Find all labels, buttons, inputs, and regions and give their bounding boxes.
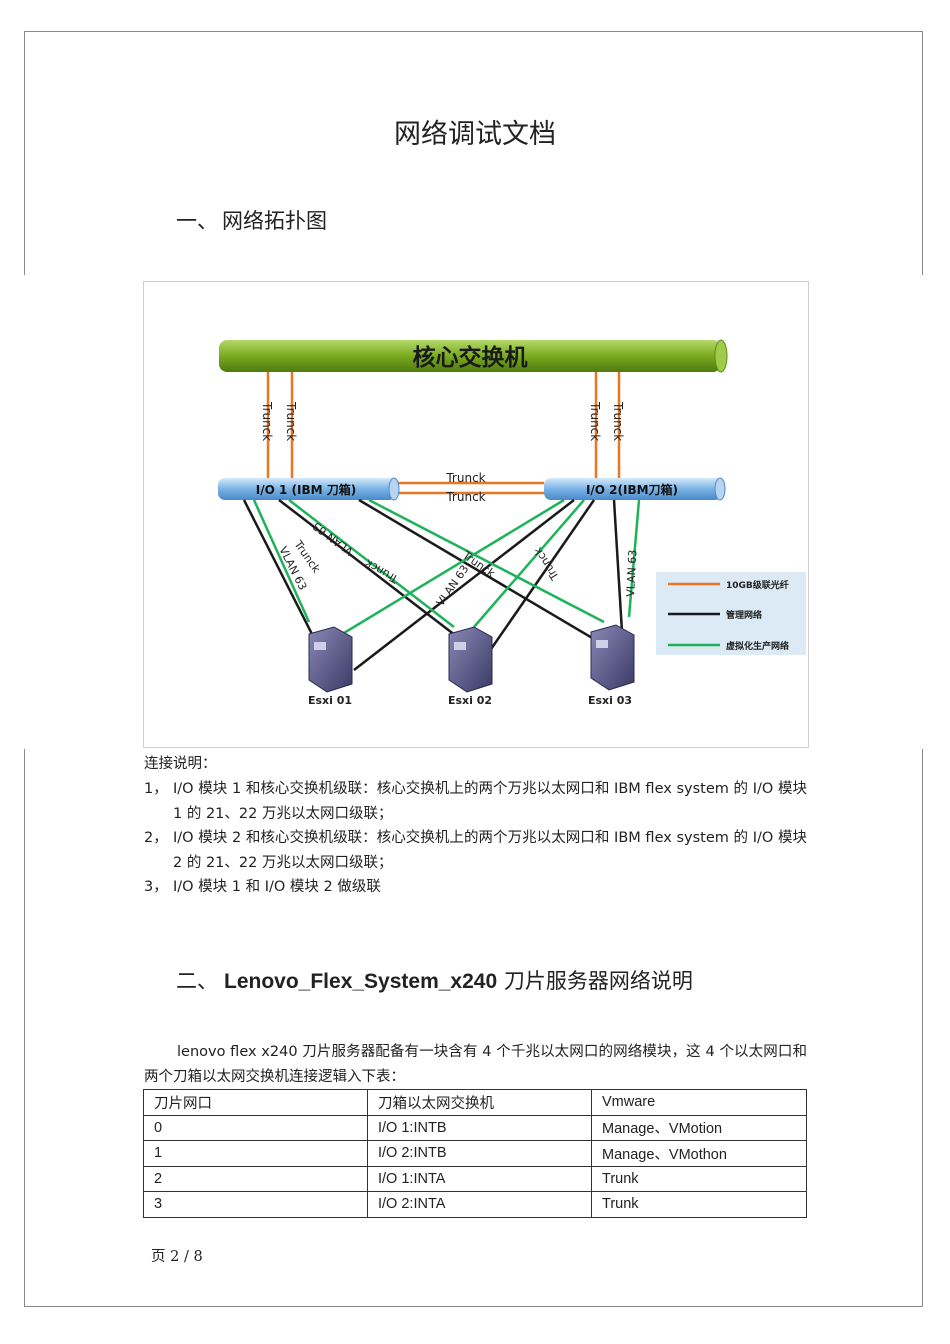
table-cell: Trunk: [591, 1191, 807, 1218]
io-trunk-label-1: Trunck: [445, 471, 485, 485]
trunk-label-4: Trunck: [611, 401, 625, 441]
server-esxi-02: Esxi 02: [448, 626, 493, 707]
connection-text-1: I/O 模块 1 和核心交换机级联：核心交换机上的两个万兆以太网口和 IBM f…: [173, 781, 807, 822]
port-mapping-table: 刀片网口 刀箱以太网交换机 Vmware 0 I/O 1:INTB Manage…: [143, 1089, 807, 1218]
core-switch-label: 核心交换机: [413, 344, 528, 371]
link-trunk-label-4: Trunck: [531, 544, 562, 583]
production-links: [252, 498, 641, 641]
connection-item-1: 1， I/O 模块 1 和核心交换机级联：核心交换机上的两个万兆以太网口和 IB…: [144, 777, 807, 826]
connection-item-2: 2， I/O 模块 2 和核心交换机级联：核心交换机上的两个万兆以太网口和 IB…: [144, 826, 807, 875]
core-switch: 核心交换机: [219, 339, 728, 373]
connection-text-3: I/O 模块 1 和 I/O 模块 2 做级联: [173, 879, 381, 895]
server-label-1: Esxi 01: [308, 694, 352, 707]
io-trunk-label-2: Trunck: [445, 490, 485, 504]
server-esxi-03: Esxi 03: [588, 624, 635, 707]
connection-heading: 连接说明：: [144, 756, 217, 772]
connection-text-2: I/O 模块 2 和核心交换机级联：核心交换机上的两个万兆以太网口和 IBM f…: [173, 830, 807, 871]
section-1-number: 一、: [176, 209, 218, 233]
legend: 10GB级联光纤 管理网络 虚拟化生产网络: [656, 572, 806, 655]
server-label-2: Esxi 02: [448, 694, 492, 707]
legend-item-3: 虚拟化生产网络: [726, 640, 789, 652]
table-cell: I/O 2:INTA: [367, 1191, 592, 1218]
intro-paragraph: lenovo flex x240 刀片服务器配备有一块含有 4 个千兆以太网口的…: [144, 1044, 807, 1085]
section-2-heading: 二、 Lenovo_Flex_System_x240 刀片服务器网络说明: [176, 965, 693, 995]
vlan-label-2: VLAN 63: [310, 519, 355, 558]
io-module-2: I/O 2(IBM刀箱): [544, 477, 726, 501]
io-interconnect: [394, 481, 544, 495]
document-title: 网络调试文档: [394, 119, 556, 150]
table-cell: I/O 1:INTB: [367, 1114, 592, 1141]
trunk-label-2: Trunck: [284, 401, 298, 441]
link-trunk-label-2: Trunck: [362, 556, 401, 586]
section-2-title-bold: Lenovo_Flex_System_x240: [224, 970, 498, 993]
page-footer: 页 2 / 8: [151, 1249, 203, 1265]
connection-num-1: 1，: [144, 781, 168, 797]
table-cell: I/O 2:INTB: [367, 1140, 592, 1167]
network-topology-diagram: 核心交换机 Trunck Trunck Trunck Trunck Trunck…: [143, 281, 809, 748]
table-header-cell: 刀片网口: [143, 1089, 368, 1116]
table-cell: 0: [143, 1114, 368, 1141]
table-cell: 3: [143, 1191, 368, 1218]
table-header-cell: Vmware: [591, 1089, 807, 1116]
table-cell: I/O 1:INTA: [367, 1165, 592, 1192]
uplink-trunk-labels: Trunck Trunck Trunck Trunck: [260, 401, 625, 441]
connection-item-3: 3， I/O 模块 1 和 I/O 模块 2 做级联: [144, 875, 807, 900]
connection-num-2: 2，: [144, 830, 168, 846]
legend-item-2: 管理网络: [726, 609, 762, 621]
table-cell: Manage、VMotion: [591, 1114, 807, 1141]
table-header-row: 刀片网口 刀箱以太网交换机 Vmware: [143, 1089, 807, 1116]
vlan-label-3: VLAN 63: [434, 563, 472, 609]
server-label-3: Esxi 03: [588, 694, 632, 707]
io-module-2-label: I/O 2(IBM刀箱): [586, 482, 678, 497]
table-row: 0 I/O 1:INTB Manage、VMotion: [143, 1114, 807, 1141]
table-row: 2 I/O 1:INTA Trunk: [143, 1165, 807, 1192]
io-module-1-label: I/O 1 (IBM 刀箱): [256, 482, 356, 497]
vlan-label-4: VLAN 63: [624, 549, 639, 597]
section-2-title-rest: 刀片服务器网络说明: [497, 969, 693, 993]
section-1-heading: 一、网络拓扑图: [176, 205, 327, 235]
table-cell: Manage、VMothon: [591, 1140, 807, 1167]
table-row: 1 I/O 2:INTB Manage、VMothon: [143, 1140, 807, 1167]
table-header-cell: 刀箱以太网交换机: [367, 1089, 592, 1116]
uplink-trunks: [266, 372, 621, 478]
section-1-title: 网络拓扑图: [222, 209, 327, 233]
legend-item-1: 10GB级联光纤: [726, 579, 789, 591]
io-module-1: I/O 1 (IBM 刀箱): [218, 477, 400, 501]
table-cell: Trunk: [591, 1165, 807, 1192]
section-2-number: 二、: [176, 969, 218, 993]
trunk-label-3: Trunck: [588, 401, 602, 441]
management-links: [242, 498, 624, 671]
table-cell: 2: [143, 1165, 368, 1192]
topology-svg: 核心交换机 Trunck Trunck Trunck Trunck Trunck…: [218, 339, 806, 707]
table-row: 3 I/O 2:INTA Trunk: [143, 1191, 807, 1218]
server-esxi-01: Esxi 01: [308, 626, 353, 707]
table-cell: 1: [143, 1140, 368, 1167]
trunk-label-1: Trunck: [260, 401, 274, 441]
connection-num-3: 3，: [144, 879, 168, 895]
